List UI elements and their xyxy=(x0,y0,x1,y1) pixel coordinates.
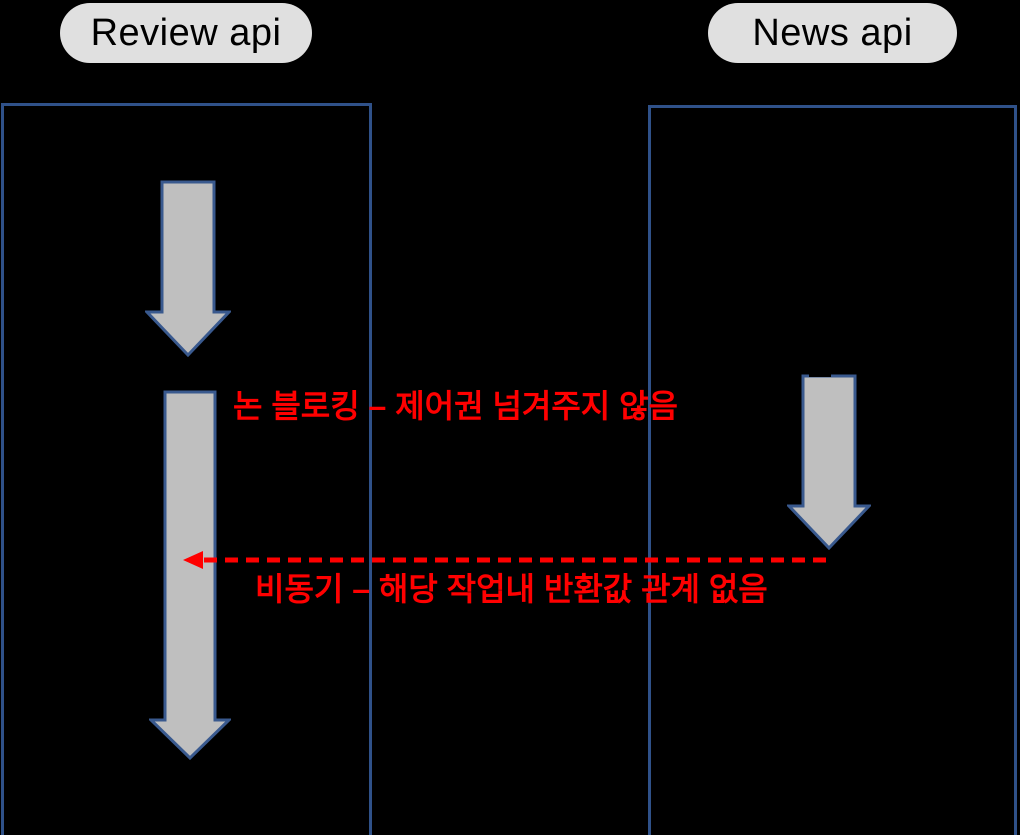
task-arrow-news-icon xyxy=(787,374,871,550)
task-arrow-review-1-icon xyxy=(145,180,231,357)
actor-label-review-api: Review api xyxy=(90,11,282,54)
actor-pill-review-api: Review api xyxy=(60,3,312,63)
lifeline-frame-news-api xyxy=(648,105,1017,835)
annotation-non-blocking: 논 블로킹 – 제어권 넘겨주지 않음 xyxy=(233,388,678,424)
task-arrow-review-2-icon xyxy=(149,390,231,760)
lifeline-frame-review-api xyxy=(1,103,372,835)
actor-label-news-api: News api xyxy=(752,11,913,54)
annotation-async: 비동기 – 해당 작업내 반환값 관계 없음 xyxy=(255,571,768,607)
async-return-arrow-icon xyxy=(183,551,830,569)
artifact-mark xyxy=(809,367,831,377)
actor-pill-news-api: News api xyxy=(708,3,957,63)
